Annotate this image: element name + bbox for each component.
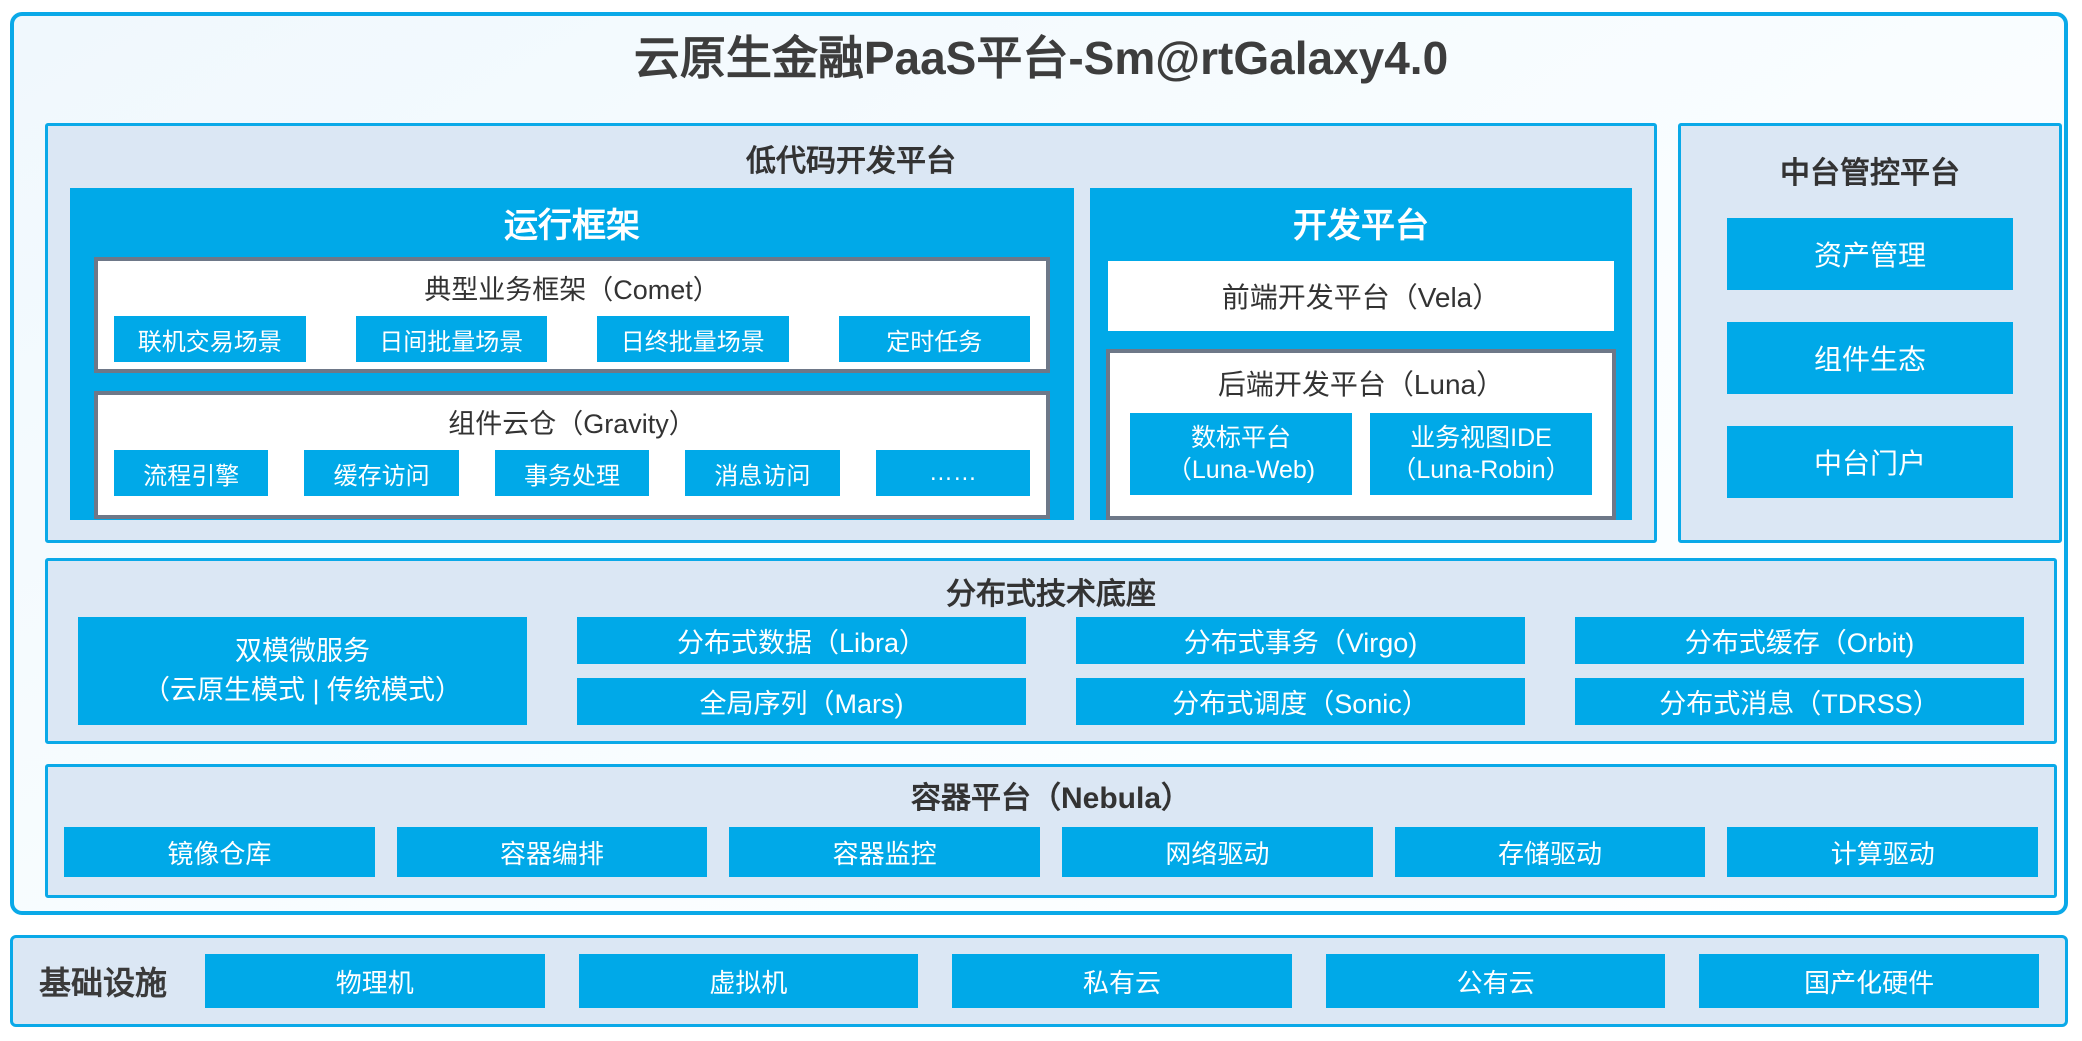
diagram-title: 云原生金融PaaS平台-Sm@rtGalaxy4.0: [633, 32, 1449, 84]
lowcode-platform-panel: 低代码开发平台 运行框架 典型业务框架（Comet） 联机交易场景 日间批量场景…: [45, 123, 1657, 543]
comet-item: 日间批量场景: [355, 316, 547, 362]
distributed-item: 分布式调度（Sonic）: [1076, 678, 1525, 725]
midplatform-item: 中台门户: [1727, 426, 2013, 498]
luna-item-line1: 数标平台: [1190, 423, 1291, 452]
luna-item: 数标平台 （Luna-Web): [1130, 413, 1352, 495]
container-platform-items: 镜像仓库 容器编排 容器监控 网络驱动 存储驱动 计算驱动: [64, 827, 2039, 877]
comet-box: 典型业务框架（Comet） 联机交易场景 日间批量场景 日终批量场景 定时任务: [94, 257, 1050, 373]
midplatform-item: 组件生态: [1727, 322, 2013, 394]
gravity-item: 事务处理: [494, 450, 650, 496]
runtime-framework-header: 运行框架: [504, 207, 640, 245]
dual-mode-microservice-box: 双模微服务 （云原生模式 | 传统模式）: [78, 617, 527, 725]
midplatform-item: 资产管理: [1727, 218, 2013, 290]
gravity-item: 消息访问: [685, 450, 840, 496]
distributed-item: 分布式事务（Virgo): [1076, 617, 1525, 664]
comet-item: 定时任务: [838, 316, 1030, 362]
luna-items: 数标平台 （Luna-Web) 业务视图IDE （Luna-Robin）: [1110, 403, 1612, 495]
infrastructure-label: 基础设施: [39, 965, 168, 1001]
luna-box: 后端开发平台（Luna） 数标平台 （Luna-Web) 业务视图IDE （Lu…: [1106, 349, 1616, 520]
midplatform-panel: 中台管控平台 资产管理 组件生态 中台门户: [1678, 123, 2062, 543]
container-platform-title: 容器平台（Nebula）: [910, 782, 1192, 815]
infrastructure-panel: 基础设施 物理机 虚拟机 私有云 公有云 国产化硬件: [10, 935, 2068, 1027]
midplatform-items: 资产管理 组件生态 中台门户: [1727, 218, 2013, 498]
infrastructure-item: 公有云: [1325, 954, 1666, 1008]
lowcode-platform-title: 低代码开发平台: [746, 145, 956, 178]
luna-item: 业务视图IDE （Luna-Robin）: [1370, 413, 1592, 495]
vela-box: 前端开发平台（Vela）: [1108, 261, 1614, 331]
distributed-item: 分布式消息（TDRSS）: [1575, 678, 2024, 725]
container-item: 计算驱动: [1727, 827, 2039, 877]
luna-title: 后端开发平台（Luna）: [1217, 369, 1505, 400]
distributed-item: 全局序列（Mars): [577, 678, 1026, 725]
infrastructure-item: 私有云: [952, 954, 1292, 1008]
luna-item-line1: 业务视图IDE: [1410, 423, 1552, 452]
container-item: 网络驱动: [1062, 827, 1373, 877]
luna-item-line2: （Luna-Web): [1166, 456, 1316, 484]
gravity-item: 缓存访问: [304, 450, 459, 496]
gravity-box: 组件云仓（Gravity） 流程引擎 缓存访问 事务处理 消息访问 ……: [94, 391, 1050, 519]
luna-item-line2: （Luna-Robin）: [1391, 456, 1571, 484]
comet-item: 联机交易场景: [114, 316, 306, 362]
dev-platform-header: 开发平台: [1293, 207, 1429, 245]
dev-platform-panel: 开发平台 前端开发平台（Vela） 后端开发平台（Luna） 数标平台 （Lun…: [1090, 188, 1632, 520]
container-item: 容器编排: [396, 827, 708, 877]
gravity-items: 流程引擎 缓存访问 事务处理 消息访问 ……: [98, 441, 1046, 496]
dual-mode-line2: （云原生模式 | 传统模式）: [142, 675, 463, 705]
lowcode-platform-body: 运行框架 典型业务框架（Comet） 联机交易场景 日间批量场景 日终批量场景 …: [70, 188, 1632, 520]
runtime-framework-panel: 运行框架 典型业务框架（Comet） 联机交易场景 日间批量场景 日终批量场景 …: [70, 188, 1074, 520]
gravity-item-ellipsis: ……: [875, 450, 1031, 496]
distributed-grid: 双模微服务 （云原生模式 | 传统模式） 分布式数据（Libra） 分布式事务（…: [78, 617, 2024, 725]
gravity-item: 流程引擎: [114, 450, 269, 496]
comet-title: 典型业务框架（Comet）: [424, 275, 720, 305]
infrastructure-item: 物理机: [205, 954, 545, 1008]
container-item: 镜像仓库: [64, 827, 375, 877]
infrastructure-item: 虚拟机: [578, 954, 919, 1008]
dual-mode-line1: 双模微服务: [235, 635, 370, 666]
comet-items: 联机交易场景 日间批量场景 日终批量场景 定时任务: [98, 307, 1046, 362]
distributed-item: 分布式缓存（Orbit): [1575, 617, 2024, 664]
distributed-panel: 分布式技术底座 双模微服务 （云原生模式 | 传统模式） 分布式数据（Libra…: [45, 558, 2057, 744]
container-platform-panel: 容器平台（Nebula） 镜像仓库 容器编排 容器监控 网络驱动 存储驱动 计算…: [45, 764, 2057, 898]
container-item: 容器监控: [729, 827, 1041, 877]
distributed-item: 分布式数据（Libra）: [577, 617, 1026, 664]
midplatform-title: 中台管控平台: [1780, 157, 1960, 190]
infrastructure-item: 国产化硬件: [1699, 954, 2039, 1008]
distributed-title: 分布式技术底座: [946, 578, 1156, 611]
gravity-title: 组件云仓（Gravity）: [448, 409, 696, 439]
comet-item: 日终批量场景: [597, 316, 789, 362]
container-item: 存储驱动: [1394, 827, 1706, 877]
